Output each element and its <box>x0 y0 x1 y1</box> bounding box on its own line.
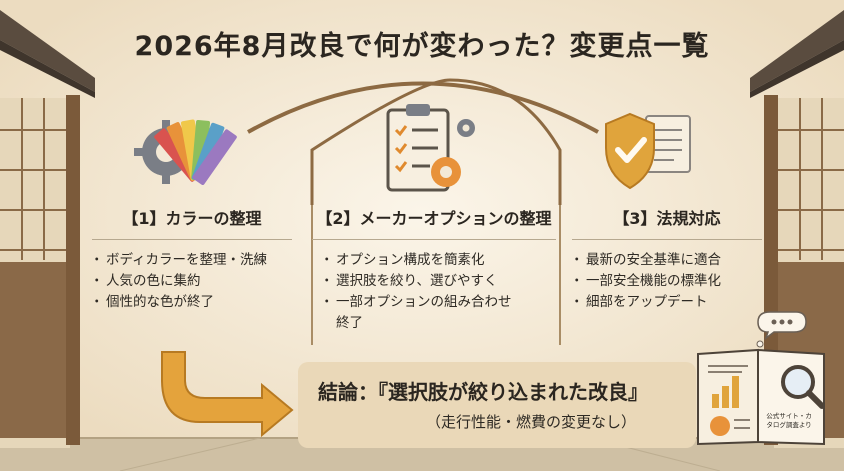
page-title: 2026年8月改良で何が変わった？変更点一覧 <box>134 31 710 62</box>
column-color: 【1】カラーの整理 ボディカラーを整理・洗練 人気の色に集約 個性的な色が終了 <box>90 205 292 313</box>
divider <box>92 239 292 240</box>
list-item: 一部安全機能の標準化 <box>570 271 762 292</box>
column-heading: 【3】法規対応 <box>613 209 721 228</box>
bullet-list: 最新の安全基準に適合 一部安全機能の標準化 細部をアップデート <box>570 250 762 313</box>
divider <box>572 239 762 240</box>
catalog-magnifier-icon <box>697 311 825 446</box>
conclusion-box <box>298 362 696 448</box>
list-item: 一部オプションの組み合わせ終了 <box>320 292 518 334</box>
column-regulation: 【3】法規対応 最新の安全基準に適合 一部安全機能の標準化 細部をアップデート <box>570 205 762 313</box>
list-item: 選択肢を絞り、選びやすく <box>320 271 556 292</box>
bullet-list: オプション構成を簡素化 選択肢を絞り、選びやすく 一部オプションの組み合わせ終了 <box>312 250 556 334</box>
catalog-caption: 公式サイト・カタログ調査より <box>766 412 812 429</box>
shield-check-document-icon <box>605 112 691 190</box>
list-item: 最新の安全基準に適合 <box>570 250 762 271</box>
list-item: 人気の色に集約 <box>90 271 292 292</box>
color-palette-gear-icon <box>134 119 237 185</box>
list-item: 個性的な色が終了 <box>90 292 292 313</box>
conclusion-text: 結論：『選択肢が絞り込まれた改良』 <box>318 380 648 404</box>
list-item: オプション構成を簡素化 <box>320 250 556 271</box>
list-item: ボディカラーを整理・洗練 <box>90 250 292 271</box>
bullet-list: ボディカラーを整理・洗練 人気の色に集約 個性的な色が終了 <box>90 250 292 313</box>
checklist-clipboard-gear-icon <box>386 104 475 192</box>
divider <box>312 239 556 240</box>
column-heading: 【1】カラーの整理 <box>122 209 262 228</box>
column-heading: 【2】メーカーオプションの整理 <box>316 209 552 228</box>
column-options: 【2】メーカーオプションの整理 オプション構成を簡素化 選択肢を絞り、選びやすく… <box>312 205 556 334</box>
list-item: 細部をアップデート <box>570 292 762 313</box>
conclusion-note: （走行性能・燃費の変更なし） <box>426 413 637 431</box>
